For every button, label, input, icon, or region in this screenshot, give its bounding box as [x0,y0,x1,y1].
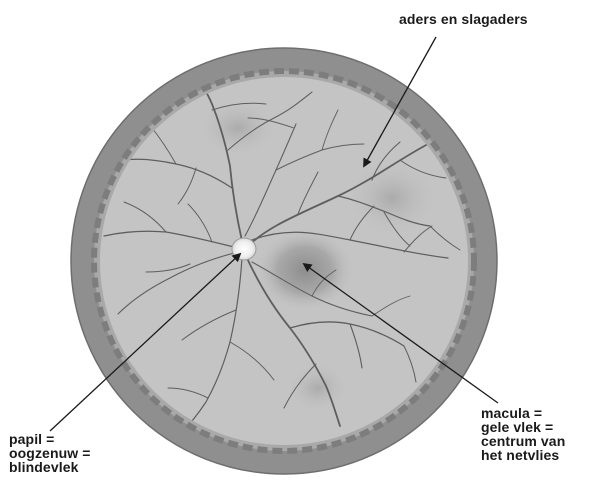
label-macula-line: macula = [481,406,565,420]
label-papil: papil = oogzenuw = blindevlek [9,432,91,474]
label-papil-line: oogzenuw = [9,446,91,460]
label-papil-line: blindevlek [9,460,91,474]
label-papil-line: papil = [9,432,91,446]
optic-disc [232,238,256,260]
dark-patch-right [344,158,440,238]
label-vessels-text: aders en slagaders [399,12,528,26]
label-macula: macula = gele vlek = centrum van het net… [481,406,565,462]
label-macula-line: centrum van [481,434,565,448]
label-macula-line: gele vlek = [481,420,565,434]
label-macula-line: het netvlies [481,448,565,462]
dark-patch-upper [196,98,280,158]
label-vessels: aders en slagaders [399,12,528,26]
